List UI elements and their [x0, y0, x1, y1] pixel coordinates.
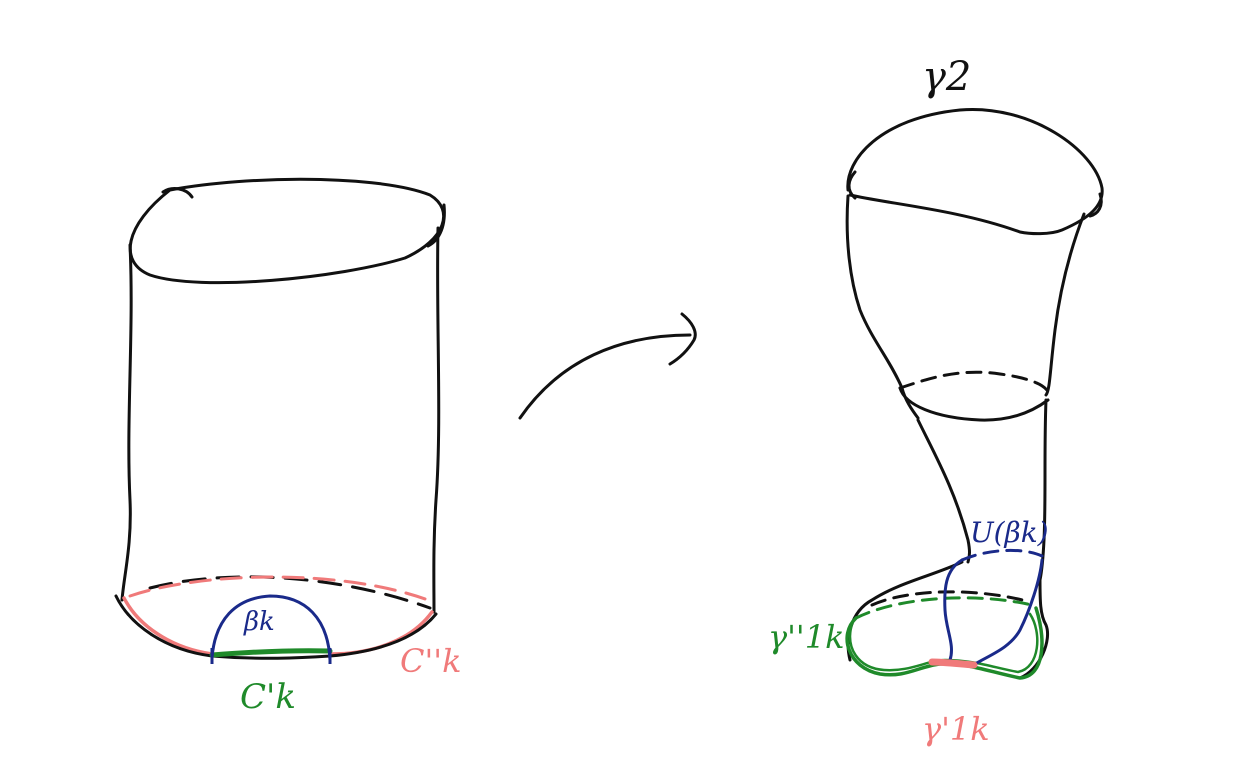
gamma-1k-double-prime-label: γ''1k	[768, 618, 844, 656]
c-k-double-prime-label: C''k	[400, 642, 461, 680]
u-beta-k-top-dashed	[960, 548, 1044, 562]
right-surface	[845, 107, 1104, 680]
cylinder-bottom-front	[114, 594, 438, 660]
surface-top-cap	[846, 107, 1104, 236]
gamma-1k-prime-segment	[928, 658, 978, 669]
surface-waist-dashed	[898, 370, 1050, 394]
c-k-prime-curve	[209, 648, 333, 658]
c-k-prime-label: C'k	[240, 677, 296, 717]
arrow-shaft	[518, 333, 692, 420]
beta-k-arc	[210, 594, 332, 662]
beta-k-label: βk	[243, 607, 275, 637]
transformation-arrow	[518, 312, 697, 420]
gamma-1k-prime-label: γ'1k	[922, 710, 990, 748]
cylinder-top-overstroke	[161, 187, 194, 199]
surface-right-wall-upper	[1044, 212, 1086, 397]
cylinder-top-right-tick	[426, 203, 446, 248]
surface-top-left-tick	[847, 170, 857, 200]
u-beta-k-left-line	[943, 558, 964, 662]
u-beta-k-right-line	[973, 558, 1044, 666]
c-k-double-prime-front	[122, 596, 214, 656]
cylinder-bottom-back-dashed	[148, 575, 432, 610]
cylinder-right-wall	[432, 226, 441, 614]
surface-left-wall-leg	[916, 418, 971, 564]
cylinder-top-ellipse	[128, 177, 446, 285]
u-beta-k-label: U(βk)	[970, 516, 1049, 549]
gamma-1k-double-prime-back	[854, 596, 1038, 620]
gamma-2-label: γ2	[922, 54, 971, 100]
surface-left-wall-upper	[845, 194, 920, 420]
surface-top-right-tick	[1088, 192, 1103, 218]
left-cylinder	[114, 177, 446, 664]
c-k-double-prime-back	[128, 575, 430, 602]
arrow-head	[668, 312, 697, 366]
foot-toe	[1018, 578, 1049, 680]
cylinder-left-wall	[120, 243, 133, 602]
surface-right-wall-leg	[1038, 398, 1048, 582]
surface-waist-front	[898, 386, 1050, 422]
